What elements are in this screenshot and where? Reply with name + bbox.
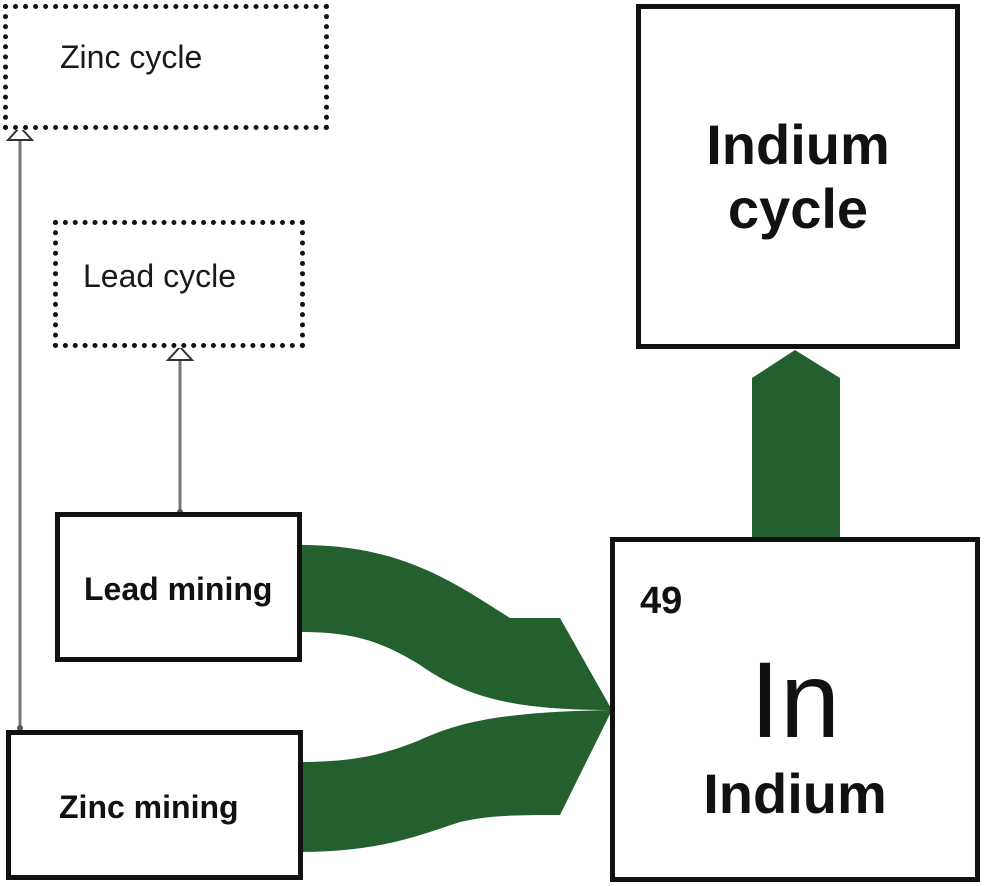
element-symbol: In — [749, 639, 841, 760]
indium-cycle-line2: cycle — [727, 177, 869, 240]
zinc-connector-arrowhead — [5, 125, 35, 141]
indium-element-tile: 49 In Indium — [610, 537, 980, 882]
zinc-mining-label: Zinc mining — [59, 789, 239, 825]
element-name: Indium — [703, 762, 887, 825]
zinc-cycle-box: Zinc cycle — [3, 4, 329, 130]
lead-cycle-label: Lead cycle — [83, 258, 236, 294]
indium-cycle-box: Indium cycle — [636, 4, 960, 349]
lead-mining-box: Lead mining — [55, 512, 302, 662]
flow-lead-to-indium — [300, 545, 612, 710]
indium-cycle-line1: Indium — [706, 113, 890, 176]
zinc-connector-dot — [17, 725, 23, 731]
flow-indium-to-cycle — [752, 350, 840, 540]
zinc-mining-box: Zinc mining — [6, 730, 303, 880]
zinc-cycle-label: Zinc cycle — [60, 39, 203, 75]
atomic-number: 49 — [640, 580, 683, 622]
lead-mining-label: Lead mining — [84, 571, 273, 607]
lead-connector-arrowhead — [165, 345, 195, 361]
lead-cycle-box: Lead cycle — [53, 220, 305, 348]
flow-zinc-to-indium — [300, 710, 612, 852]
